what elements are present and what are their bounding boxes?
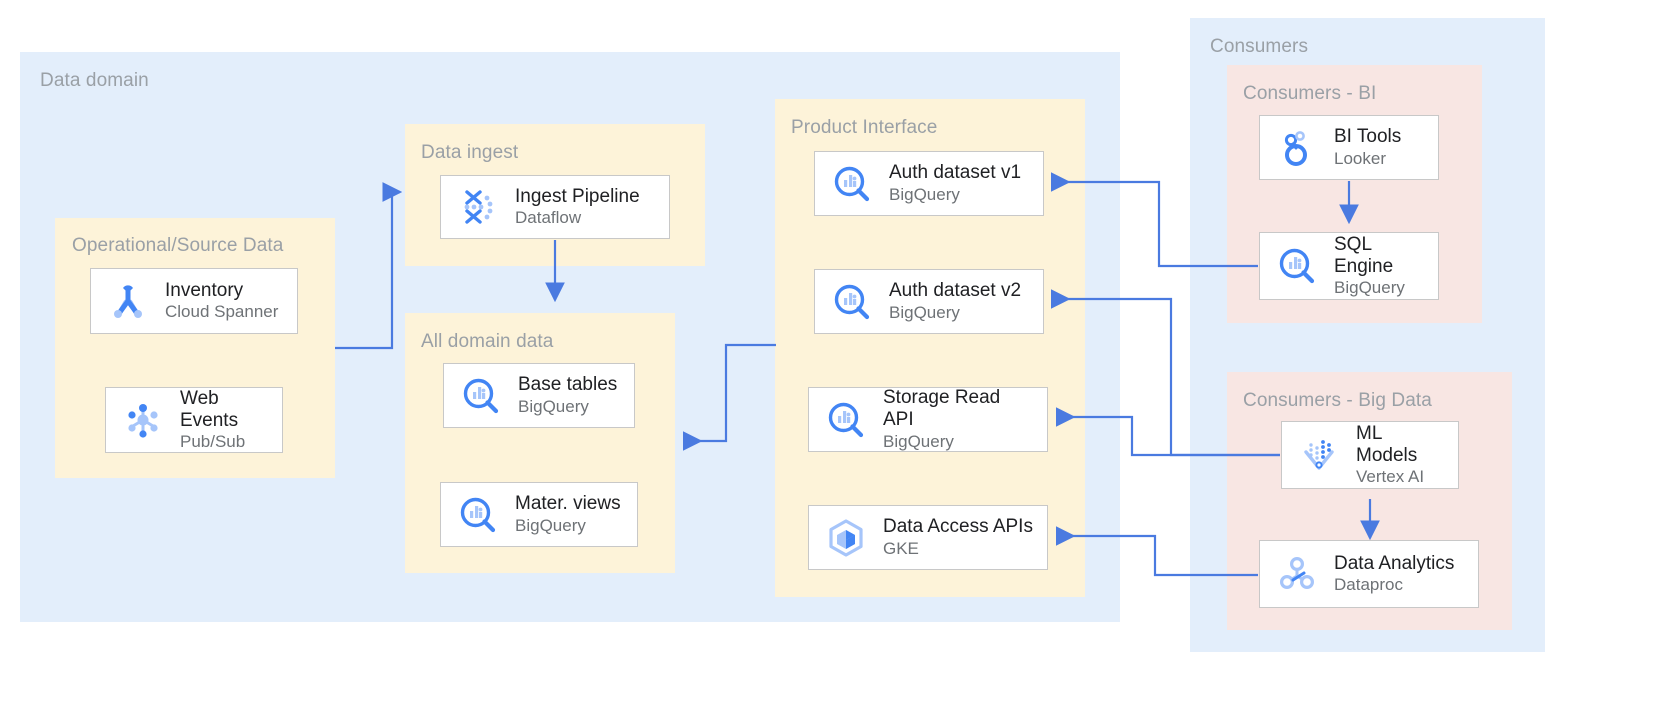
card-subtitle: Cloud Spanner [165,302,279,322]
group-label-consumers-bi: Consumers - BI [1243,83,1377,104]
card-subtitle: GKE [883,538,919,558]
card-subtitle: Pub/Sub [180,432,246,452]
card-subtitle: BigQuery [515,515,586,535]
group-label-data-ingest: Data ingest [421,142,519,163]
group-label-product-interface: Product Interface [791,117,938,138]
group-label-consumers: Consumers [1210,36,1309,57]
card-ml-models[interactable]: ML Models Vertex AI [1281,421,1459,489]
card-ingest-pipeline[interactable]: Ingest Pipeline Dataflow [440,175,670,239]
card-title: ML Models [1356,422,1418,466]
cloud-spanner-icon [105,278,151,324]
bigquery-icon [829,161,875,207]
card-title: SQL Engine [1334,233,1394,277]
card-bi-tools[interactable]: BI Tools Looker [1259,115,1439,180]
card-web-events[interactable]: Web Events Pub/Sub [105,387,283,453]
card-auth-dataset-v1[interactable]: Auth dataset v1 BigQuery [814,151,1044,216]
card-storage-read-api[interactable]: Storage Read API BigQuery [808,387,1048,452]
card-title: Auth dataset v1 [889,162,1022,184]
card-subtitle: BigQuery [1334,278,1405,298]
bigquery-icon [455,492,501,538]
bigquery-icon [823,397,869,443]
looker-icon [1274,125,1320,171]
card-mater-views[interactable]: Mater. views BigQuery [440,482,638,547]
vertex-ai-icon [1296,432,1342,478]
gke-icon [823,515,869,561]
card-subtitle: BigQuery [518,396,589,416]
group-label-operational-source-data: Operational/Source Data [72,235,284,256]
card-auth-dataset-v2[interactable]: Auth dataset v2 BigQuery [814,269,1044,334]
bigquery-icon [1274,243,1320,289]
card-title: BI Tools [1334,126,1402,148]
group-label-data-domain: Data domain [40,70,149,91]
card-title: Inventory [165,279,244,301]
card-title: Ingest Pipeline [515,185,640,207]
bigquery-icon [829,279,875,325]
card-title: Data Access APIs [883,516,1033,538]
card-title: Mater. views [515,493,621,515]
card-subtitle: Looker [1334,148,1386,168]
group-label-consumers-big-data: Consumers - Big Data [1243,390,1432,411]
card-sql-engine[interactable]: SQL Engine BigQuery [1259,232,1439,300]
dataproc-icon [1274,551,1320,597]
bigquery-icon [458,373,504,419]
card-title: Storage Read API [883,387,1001,431]
group-label-all-domain-data: All domain data [421,331,554,352]
card-subtitle: BigQuery [889,302,960,322]
card-title: Auth dataset v2 [889,280,1022,302]
card-title: Base tables [518,374,618,396]
card-base-tables[interactable]: Base tables BigQuery [443,363,635,428]
card-subtitle: Dataproc [1334,575,1403,595]
card-data-access-apis[interactable]: Data Access APIs GKE [808,505,1048,570]
card-data-analytics[interactable]: Data Analytics Dataproc [1259,540,1479,608]
dataflow-icon [455,184,501,230]
card-subtitle: BigQuery [889,184,960,204]
card-title: Web Events [180,387,239,431]
card-inventory[interactable]: Inventory Cloud Spanner [90,268,298,334]
pubsub-icon [120,397,166,443]
card-subtitle: Vertex AI [1356,467,1425,487]
card-subtitle: BigQuery [883,431,954,451]
card-subtitle: Dataflow [515,208,582,228]
card-title: Data Analytics [1334,552,1455,574]
